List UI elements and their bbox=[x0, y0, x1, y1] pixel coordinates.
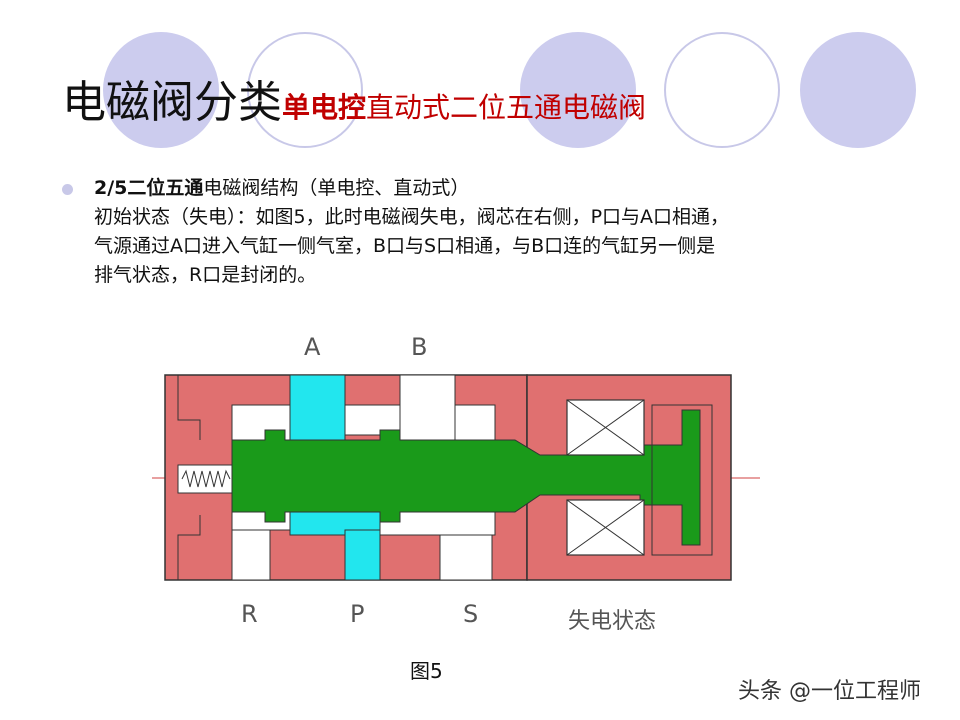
state-label: 失电状态 bbox=[568, 609, 656, 634]
figure-caption: 图5 bbox=[410, 659, 443, 683]
watermark: 头条 @一位工程师 bbox=[738, 679, 921, 704]
bullet-line-2: 初始状态（失电）：如图5，此时电磁阀失电，阀芯在右侧，P口与A口相通， bbox=[94, 206, 730, 228]
port-a-label: A bbox=[304, 333, 321, 361]
valve-spool bbox=[231, 409, 701, 546]
title-sub-rest: 直动式二位五通电磁阀 bbox=[366, 91, 647, 124]
decorative-circle bbox=[520, 32, 636, 148]
solenoid-valve-diagram: A B R P S 失电状态 bbox=[152, 333, 760, 634]
port-b-channel bbox=[399, 374, 456, 451]
coil-cross bbox=[566, 499, 645, 556]
bullet-line-1: 2/5二位五通电磁阀结构（单电控、直动式） bbox=[94, 174, 914, 203]
port-p-label: P bbox=[350, 600, 364, 628]
bullet-line-4: 排气状态，R口是封闭的。 bbox=[94, 264, 317, 286]
decorative-circle bbox=[800, 32, 916, 148]
body-inner-line bbox=[177, 375, 201, 440]
port-r-label: R bbox=[241, 600, 258, 628]
armature-chamber bbox=[651, 404, 713, 556]
bullet-dot-icon bbox=[62, 184, 73, 195]
port-s-label: S bbox=[463, 600, 478, 628]
body-inner-line bbox=[177, 515, 201, 580]
coil-cross bbox=[566, 399, 645, 456]
decorative-ring bbox=[664, 32, 780, 148]
title-sub-bold: 单电控 bbox=[282, 91, 367, 124]
upper-cavity bbox=[454, 404, 496, 446]
slide-title: 电磁阀分类单电控直动式二位五通电磁阀 bbox=[62, 66, 646, 130]
bullet-line-1-rest: 电磁阀结构（单电控、直动式） bbox=[203, 177, 470, 199]
spring-icon bbox=[181, 469, 231, 488]
bullet-text: 2/5二位五通电磁阀结构（单电控、直动式） 初始状态（失电）：如图5，此时电磁阀… bbox=[94, 174, 914, 290]
decorative-ring bbox=[247, 32, 363, 148]
decorative-circle bbox=[103, 32, 219, 148]
title-subtitle: 单电控直动式二位五通电磁阀 bbox=[282, 91, 646, 124]
bullet-line-1-bold: 2/5二位五通 bbox=[94, 177, 204, 199]
title-main: 电磁阀分类 bbox=[62, 77, 282, 128]
port-p-channel bbox=[344, 529, 381, 581]
port-b-label: B bbox=[411, 333, 427, 361]
spring-chamber bbox=[177, 464, 234, 494]
bullet-line-3: 气源通过A口进入气缸一侧气室，B口与S口相通，与B口连的气缸另一侧是 bbox=[94, 235, 716, 257]
